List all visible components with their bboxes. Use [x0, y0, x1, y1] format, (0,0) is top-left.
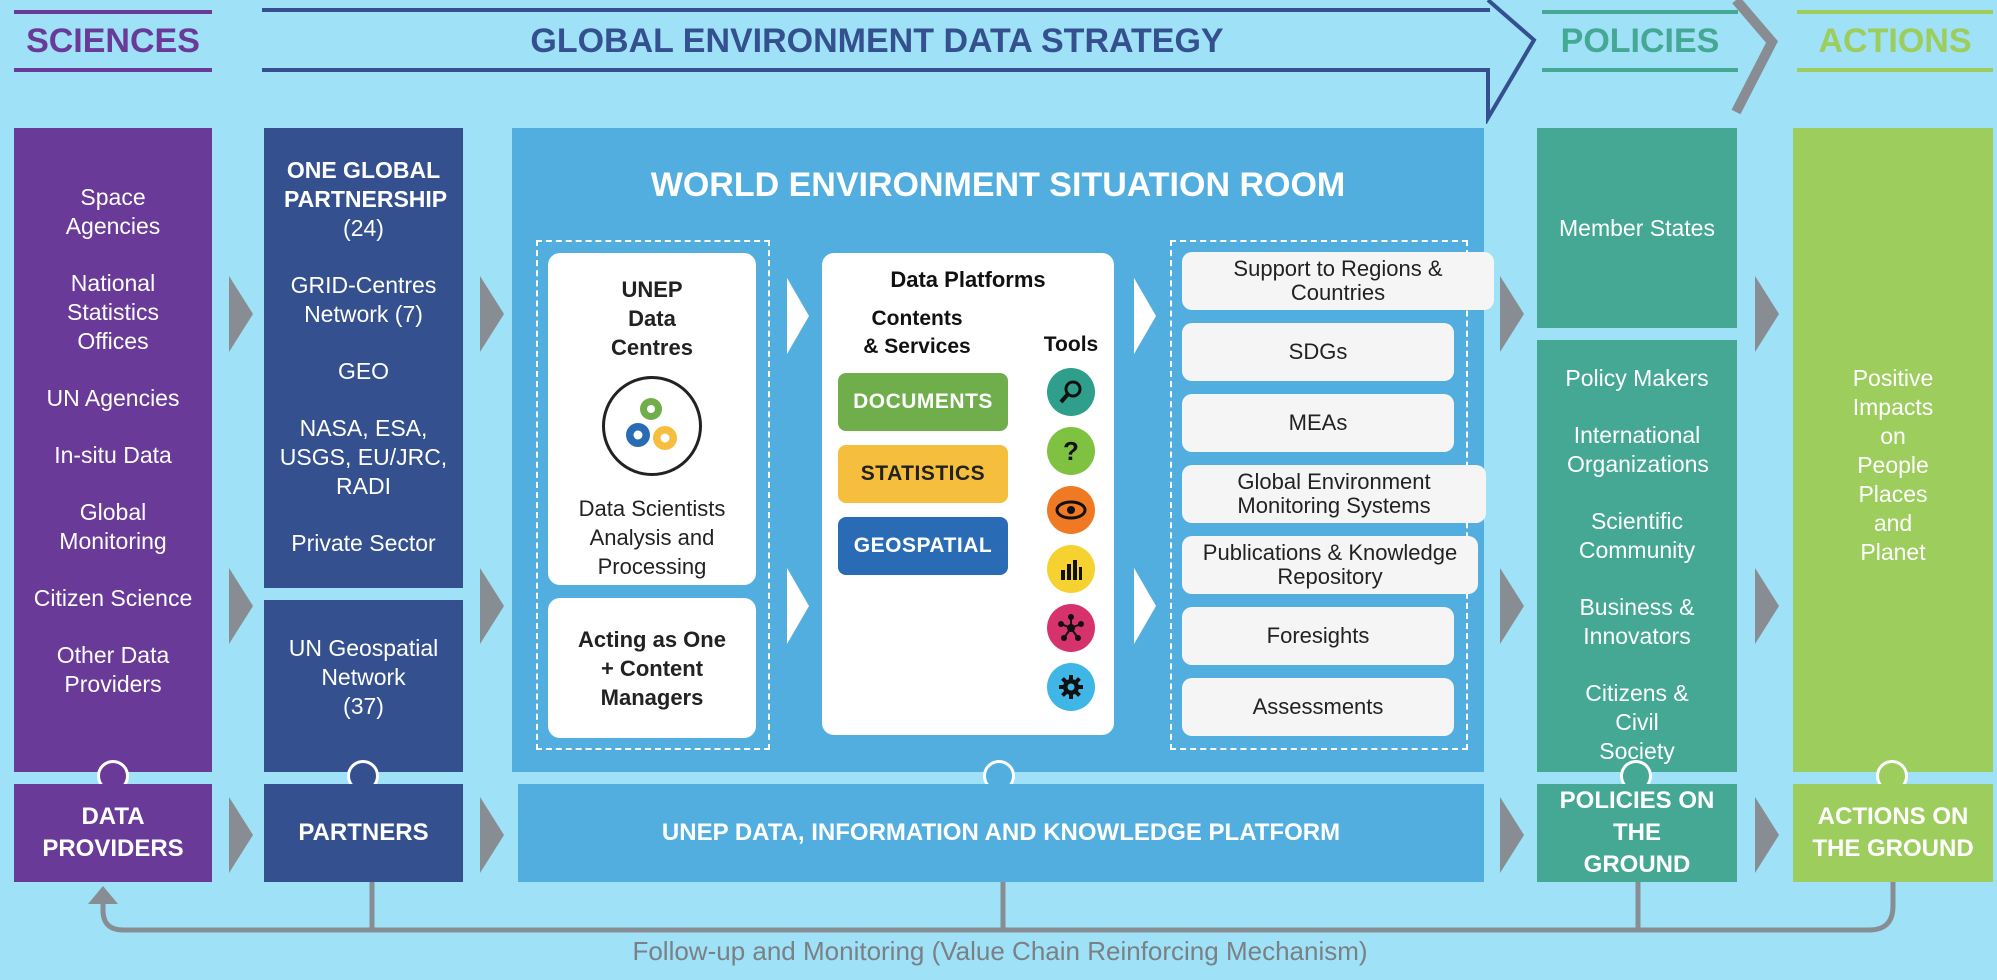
- partner-item: Private Sector: [291, 530, 436, 556]
- arrow-icon: [787, 278, 809, 354]
- arrow-icon: [480, 797, 504, 873]
- service-item[interactable]: Publications & Knowledge Repository: [1182, 536, 1478, 594]
- arrow-icon: [1755, 568, 1779, 644]
- statistics-pill[interactable]: STATISTICS: [838, 445, 1008, 503]
- provider-item: UN Agencies: [46, 385, 180, 411]
- policies-column: Policy Makers International Organization…: [1537, 340, 1737, 772]
- data-centres-card: UNEP Data Centres Data Scientists Analys…: [548, 253, 756, 585]
- arrow-icon: [1134, 568, 1156, 644]
- network-icon[interactable]: [1047, 604, 1095, 652]
- actions-text: Positive Impacts on People Places and Pl…: [1852, 365, 1934, 565]
- gear-icon[interactable]: [1047, 663, 1095, 711]
- header-sciences: SCIENCES: [14, 10, 212, 72]
- service-item[interactable]: Global Environment Monitoring Systems: [1182, 465, 1486, 523]
- arrow-icon: [787, 568, 809, 644]
- strategy-arrow: [262, 0, 1537, 124]
- tools-title: Tools: [1043, 333, 1099, 356]
- footer-text: Follow-up and Monitoring (Value Chain Re…: [632, 936, 1368, 966]
- service-item[interactable]: MEAs: [1182, 394, 1454, 452]
- geo-network-box: UN Geospatial Network (37): [264, 600, 463, 772]
- policy-item: Scientific Community: [1578, 508, 1696, 563]
- situation-room-title: WORLD ENVIRONMENT SITUATION ROOM: [650, 166, 1346, 204]
- arrow-icon: [1755, 797, 1779, 873]
- arrow-icon: [480, 276, 504, 352]
- policies-chevron-icon: [1731, 0, 1778, 115]
- service-item[interactable]: Foresights: [1182, 607, 1454, 665]
- eye-icon[interactable]: [1047, 486, 1095, 534]
- partner-item: NASA, ESA, USGS, EU/JRC, RADI: [279, 415, 448, 499]
- header-policies: POLICIES: [1542, 10, 1738, 72]
- contents-title: Contents & Services: [863, 307, 971, 358]
- provider-item: Space Agencies: [65, 184, 161, 239]
- policies-label: POLICIES ON THE GROUND: [1537, 784, 1737, 882]
- actions-column: Positive Impacts on People Places and Pl…: [1793, 128, 1993, 772]
- geo-network-count: (37): [343, 693, 384, 719]
- documents-pill[interactable]: DOCUMENTS: [838, 373, 1008, 431]
- arrow-icon: [1755, 276, 1779, 352]
- platform-label: UNEP DATA, INFORMATION AND KNOWLEDGE PLA…: [518, 784, 1484, 882]
- geo-network-label: UN Geospatial Network: [288, 635, 439, 690]
- header-actions: ACTIONS: [1797, 10, 1993, 72]
- arrow-icon: [1500, 276, 1524, 352]
- partner-item: GEO: [337, 358, 390, 384]
- data-centres-title: UNEP Data Centres: [611, 277, 693, 360]
- provider-item: In-situ Data: [54, 442, 172, 468]
- service-item[interactable]: Assessments: [1182, 678, 1454, 736]
- arrow-icon: [229, 568, 253, 644]
- question-icon[interactable]: ?: [1047, 427, 1095, 475]
- actions-title: ACTIONS: [1818, 22, 1972, 60]
- policy-item: International Organizations: [1567, 422, 1709, 477]
- partners-column: ONE GLOBAL PARTNERSHIP (24) GRID-Centres…: [264, 128, 463, 588]
- provider-item: Citizen Science: [33, 585, 193, 611]
- arrow-icon: [1500, 568, 1524, 644]
- arrow-icon: [229, 276, 253, 352]
- provider-item: National Statistics Offices: [66, 270, 160, 354]
- data-centres-text: Data Scientists Analysis and Processing: [578, 496, 726, 579]
- feedback-loop-arrow: [88, 882, 1896, 933]
- arrow-icon: [480, 568, 504, 644]
- arrow-icon: [1500, 797, 1524, 873]
- providers-column: Space Agencies National Statistics Offic…: [14, 128, 212, 772]
- service-item[interactable]: SDGs: [1182, 323, 1454, 381]
- partnership-title: ONE GLOBAL PARTNERSHIP: [284, 157, 448, 212]
- acting-card: Acting as One + Content Managers: [548, 598, 756, 738]
- gears-icon: [602, 376, 702, 476]
- data-platforms-title: Data Platforms: [890, 267, 1046, 292]
- sciences-title: SCIENCES: [26, 22, 200, 60]
- providers-label: DATA PROVIDERS: [14, 784, 212, 882]
- geospatial-pill[interactable]: GEOSPATIAL: [838, 517, 1008, 575]
- partner-item: GRID-Centres Network (7): [290, 272, 437, 327]
- arrow-icon: [229, 797, 253, 873]
- data-platforms-card: Data Platforms Contents & Services Tools…: [822, 253, 1114, 735]
- member-states-box: Member States: [1537, 128, 1737, 328]
- service-item[interactable]: Support to Regions & Countries: [1182, 252, 1494, 310]
- arrow-icon: [1134, 278, 1156, 354]
- policy-item: Business & Innovators: [1579, 594, 1695, 649]
- member-states-label: Member States: [1559, 214, 1715, 241]
- actions-label: ACTIONS ON THE GROUND: [1793, 784, 1993, 882]
- strategy-title: GLOBAL ENVIRONMENT DATA STRATEGY: [530, 22, 1224, 60]
- provider-item: Global Monitoring: [59, 499, 167, 554]
- policy-item: Policy Makers: [1565, 365, 1709, 391]
- partners-label: PARTNERS: [264, 784, 463, 882]
- provider-item: Other Data Providers: [56, 642, 170, 697]
- bar-chart-icon[interactable]: [1047, 545, 1095, 593]
- search-icon[interactable]: [1047, 368, 1095, 416]
- acting-text: Acting as One + Content Managers: [578, 626, 726, 710]
- partnership-count: (24): [343, 215, 384, 241]
- policies-title: POLICIES: [1560, 22, 1720, 60]
- data-centres-group: [536, 240, 770, 750]
- services-group: Support to Regions & Countries SDGs MEAs…: [1170, 240, 1494, 750]
- situation-room-panel: WORLD ENVIRONMENT SITUATION ROOM UNEP Da…: [512, 128, 1494, 772]
- policy-item: Citizens & Civil Society: [1585, 680, 1689, 764]
